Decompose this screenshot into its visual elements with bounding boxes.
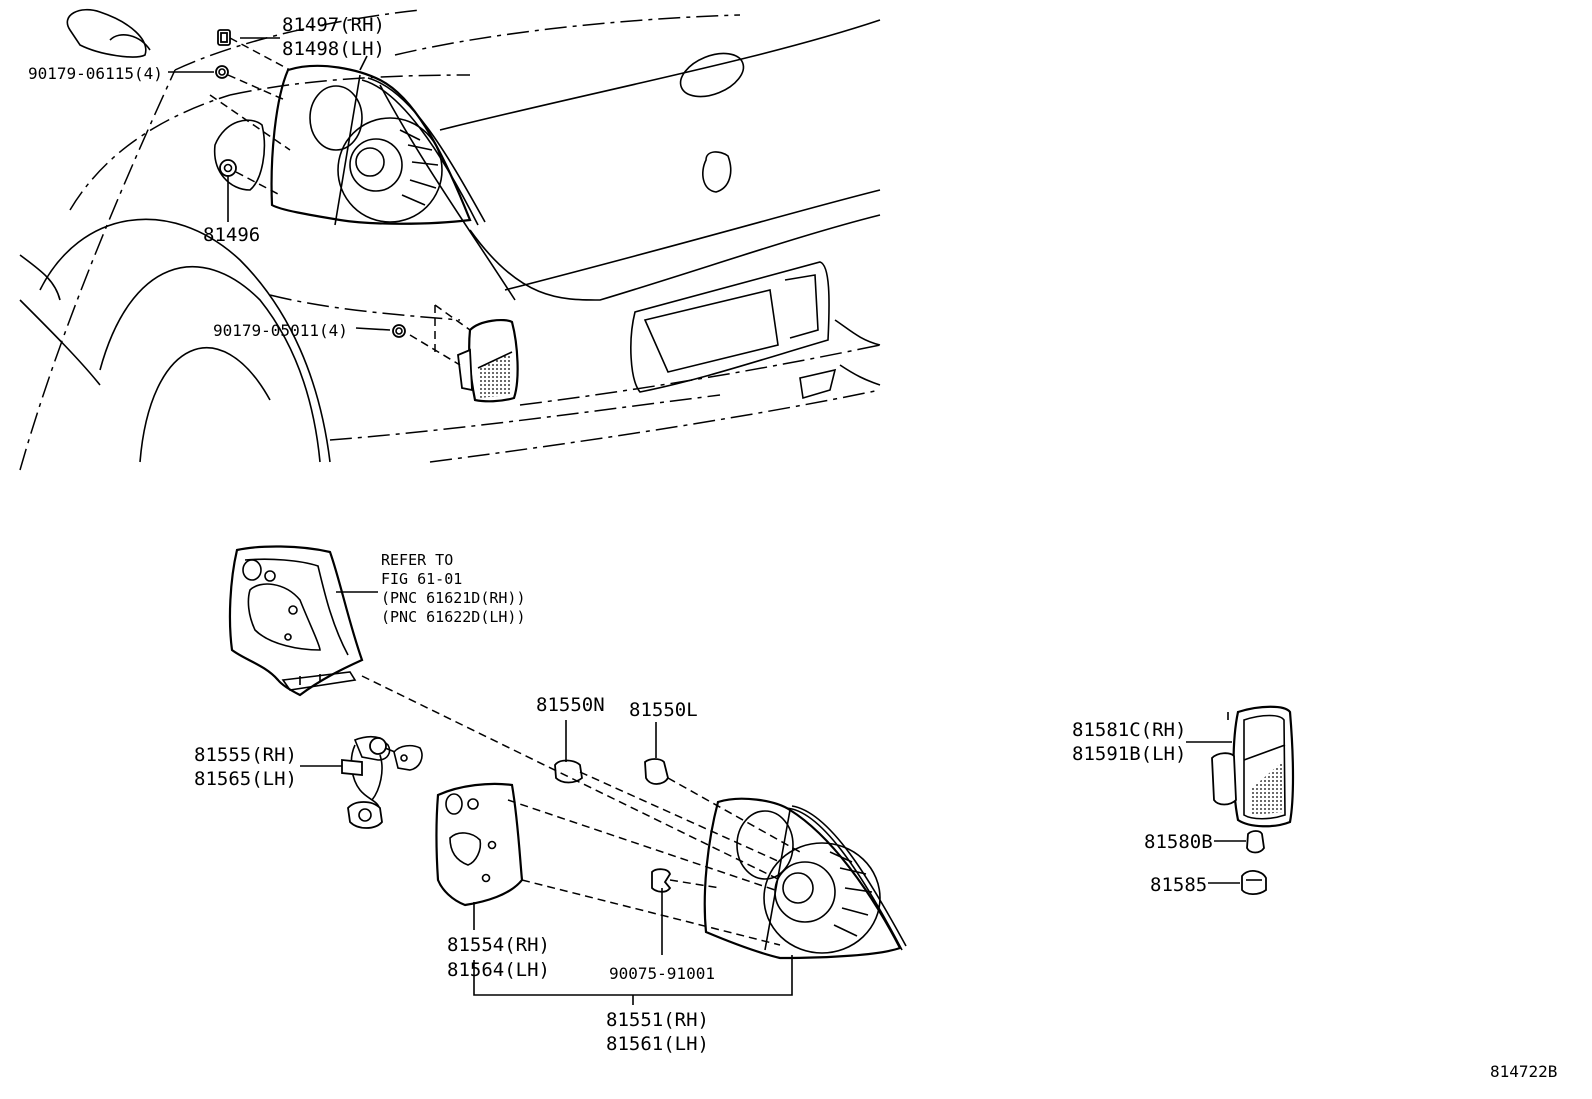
label-81554: 81554(RH) [447, 934, 550, 956]
gasket-81554-icon [435, 782, 524, 907]
label-81496: 81496 [203, 224, 260, 246]
label-9017905011: 90179-05011(4) [213, 321, 348, 340]
tail-lamp-installed-icon [270, 64, 486, 226]
label-81580B: 81580B [1144, 831, 1213, 853]
label-81591B: 81591B(LH) [1072, 743, 1186, 765]
refer-note-line2: FIG 61-01 [381, 570, 462, 588]
vehicle-rear-body [19, 8, 881, 471]
label-81585: 81585 [1150, 874, 1207, 896]
socket-81585-icon [1241, 870, 1267, 896]
side-reflector-assembly-icon [1211, 705, 1295, 828]
screw-9007591001-icon [651, 868, 672, 955]
clip-81497-icon [217, 29, 291, 71]
label-9007591001: 90075-91001 [609, 964, 715, 983]
figure-id: 814722B [1490, 1062, 1557, 1081]
nut-9017906115-icon [209, 65, 291, 151]
bulb-81580B-icon [1246, 830, 1265, 854]
rear-reflector-installed-icon [409, 304, 519, 403]
label-81564: 81564(LH) [447, 959, 550, 981]
label-81550N: 81550N [536, 694, 605, 716]
quarter-panel-reference-icon [228, 545, 364, 697]
refer-note-line3: (PNC 61621D(RH)) [381, 589, 526, 607]
wire-harness-socket-icon [341, 735, 423, 829]
label-81550L: 81550L [629, 699, 698, 721]
bolt-81496-icon [219, 159, 281, 196]
nut-9017905011-icon [392, 324, 406, 338]
label-81565: 81565(LH) [194, 768, 297, 790]
label-81555: 81555(RH) [194, 744, 297, 766]
label-81498: 81498(LH) [282, 38, 385, 60]
label-81581C: 81581C(RH) [1072, 719, 1186, 741]
label-81561: 81561(LH) [606, 1033, 709, 1055]
label-81551: 81551(RH) [606, 1009, 709, 1031]
label-9017906115: 90179-06115(4) [28, 64, 163, 83]
bulb-81550L-icon [644, 722, 669, 785]
refer-note-line4: (PNC 61622D(LH)) [381, 608, 526, 626]
refer-note-line1: REFER TO [381, 551, 453, 569]
bulb-81550N-icon [554, 720, 583, 784]
label-81497: 81497(RH) [282, 14, 385, 36]
tail-lamp-assembly-icon [703, 797, 907, 960]
